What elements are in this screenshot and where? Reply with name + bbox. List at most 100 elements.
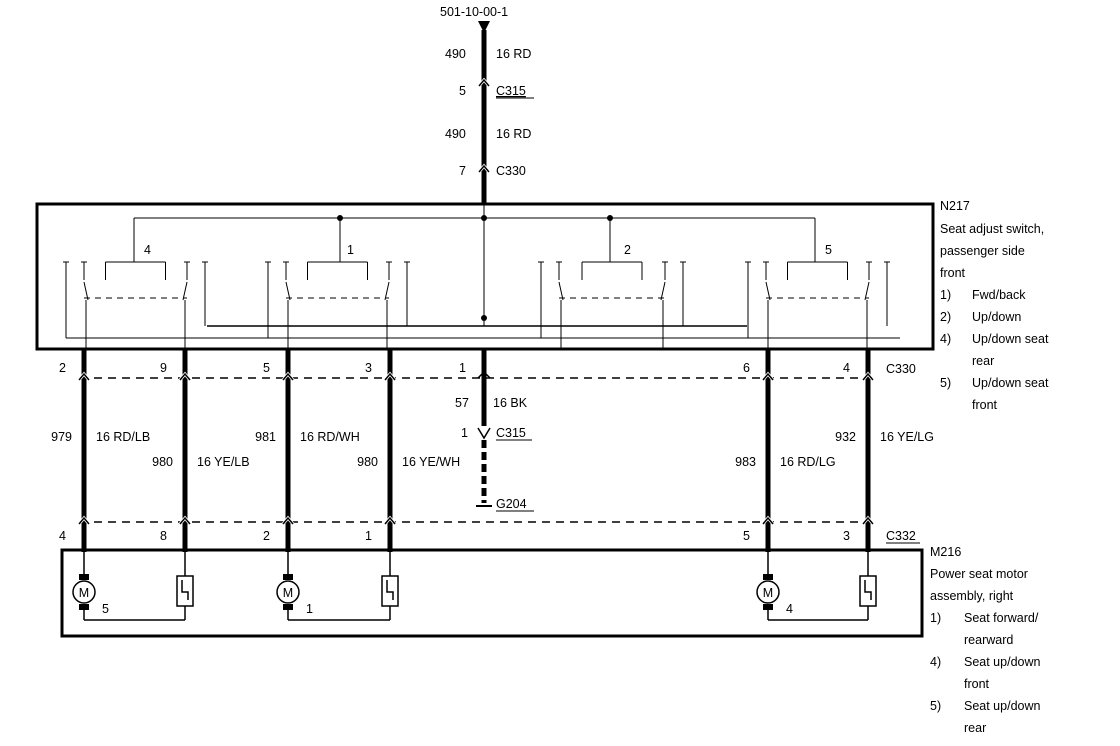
m216-desc-1: Power seat motor <box>930 567 1028 581</box>
switch-1 <box>265 261 410 348</box>
wire-color-label: 16 YE/WH <box>402 455 460 469</box>
wire-981-2: 5 2 981 16 RD/WH <box>255 348 360 552</box>
motor-number: 1 <box>306 602 313 616</box>
n217-desc-1: Seat adjust switch, <box>940 222 1044 236</box>
c332-pin-label: 8 <box>160 529 167 543</box>
connector-c332-row: C332 <box>80 521 920 544</box>
circuit-breaker-icon <box>381 575 399 607</box>
feed-wire-1: 16 RD <box>496 47 531 61</box>
m216-desc-2: assembly, right <box>930 589 1014 603</box>
ground-branch: 57 16 BK 1 C315 G204 <box>455 396 534 512</box>
m216-item-text: Seat up/down <box>964 655 1040 669</box>
m216-description: M216 Power seat motor assembly, right 1)… <box>930 545 1040 735</box>
wire-circuit-label: 980 <box>152 455 173 469</box>
ground-wire-line: 1 <box>459 348 492 507</box>
motor-icon <box>756 580 780 604</box>
c330-pin-label: 1 <box>459 361 466 375</box>
connector-c315-bottom: C315 <box>496 426 526 440</box>
connector-c330-top: C330 <box>496 164 526 178</box>
m216-item-text: Seat up/down <box>964 699 1040 713</box>
m216-id: M216 <box>930 545 961 559</box>
connector-c315-top: C315 <box>496 84 526 98</box>
motor-5: M5 <box>72 552 194 621</box>
c332-pin-label: 5 <box>743 529 750 543</box>
c330-pin-label: 2 <box>59 361 66 375</box>
switch-label-1: 1 <box>347 243 354 257</box>
wire-color-label: 16 RD/LB <box>96 430 150 444</box>
motor-symbol: M <box>79 586 89 600</box>
connector-c332-label: C332 <box>886 529 916 543</box>
c330-pin-label: 3 <box>365 361 372 375</box>
switch-label-2: 2 <box>624 243 631 257</box>
motor-icon <box>276 580 300 604</box>
n217-id: N217 <box>940 199 970 213</box>
wire-color-label: 16 YE/LB <box>197 455 250 469</box>
power-feed: 501-10-00-1 490 16 RD 5 C315 490 16 RD 7… <box>440 5 534 204</box>
feed-arrow-icon <box>478 21 490 33</box>
wire-circuit-label: 932 <box>835 430 856 444</box>
motor-number: 5 <box>102 602 109 616</box>
feed-wire-2: 16 RD <box>496 127 531 141</box>
c330-pin-label: 6 <box>743 361 750 375</box>
m216-item-text: rearward <box>964 633 1013 647</box>
n217-item-text: Up/down seat <box>972 376 1049 390</box>
switch-4 <box>63 261 208 348</box>
ground-connector-icon <box>477 427 491 440</box>
m216-item-text: rear <box>964 721 986 735</box>
m216-item-0: 1) Seat forward/rearward <box>930 611 1039 647</box>
c332-pin-label: 1 <box>365 529 372 543</box>
n217-item-3: 5) Up/down seat front <box>940 376 1049 412</box>
circuit-breaker-icon <box>859 575 877 607</box>
n217-item-text: front <box>972 398 998 412</box>
switch-5 <box>745 261 890 348</box>
feed-pin-c315: 5 <box>459 84 466 98</box>
n217-item-0: 1)Fwd/back <box>940 288 1026 302</box>
n217-description: N217 Seat adjust switch, passenger side … <box>940 199 1049 412</box>
feed-circuit-2: 490 <box>445 127 466 141</box>
wire-circuit-label: 983 <box>735 455 756 469</box>
c332-pin-label: 2 <box>263 529 270 543</box>
switch-label-5: 5 <box>825 243 832 257</box>
motor-icon <box>72 580 96 604</box>
n217-item-num: 4) <box>940 332 951 346</box>
m216-item-num: 1) <box>930 611 941 625</box>
seat-adjust-switch-box: 4 1 2 5 <box>35 202 935 351</box>
c332-pin-label: 3 <box>843 529 850 543</box>
n217-item-num: 5) <box>940 376 951 390</box>
c332-pin-label: 4 <box>59 529 66 543</box>
n217-item-text: Up/down <box>972 310 1021 324</box>
n217-item-text: Up/down seat <box>972 332 1049 346</box>
connector-c330-label: C330 <box>886 362 916 376</box>
ground-wire: 16 BK <box>493 396 528 410</box>
switch-2 <box>538 261 686 348</box>
ground-circuit: 57 <box>455 396 469 410</box>
c330-pin-label: 5 <box>263 361 270 375</box>
wire-circuit-label: 981 <box>255 430 276 444</box>
feed-circuit-1: 490 <box>445 47 466 61</box>
wire-980-3: 3 1 980 16 YE/WH <box>357 348 460 552</box>
wire-circuit-label: 980 <box>357 455 378 469</box>
circuit-breaker-icon <box>176 575 194 607</box>
c330-pin-label: 4 <box>843 361 850 375</box>
n217-item-num: 1) <box>940 288 951 302</box>
wire-color-label: 16 RD/WH <box>300 430 360 444</box>
m216-item-text: Seat forward/ <box>964 611 1039 625</box>
m216-item-num: 5) <box>930 699 941 713</box>
n217-desc-3: front <box>940 266 966 280</box>
motor-symbol: M <box>763 586 773 600</box>
switch-label-4: 4 <box>144 243 151 257</box>
m216-item-num: 4) <box>930 655 941 669</box>
wire-983-4: 6 5 983 16 RD/LG <box>735 348 836 552</box>
motor-number: 4 <box>786 602 793 616</box>
wire-color-label: 16 RD/LG <box>780 455 836 469</box>
m216-item-2: 5) Seat up/down rear <box>930 699 1040 735</box>
n217-item-1: 2)Up/down <box>940 310 1021 324</box>
ground-point-g204: G204 <box>496 497 527 511</box>
